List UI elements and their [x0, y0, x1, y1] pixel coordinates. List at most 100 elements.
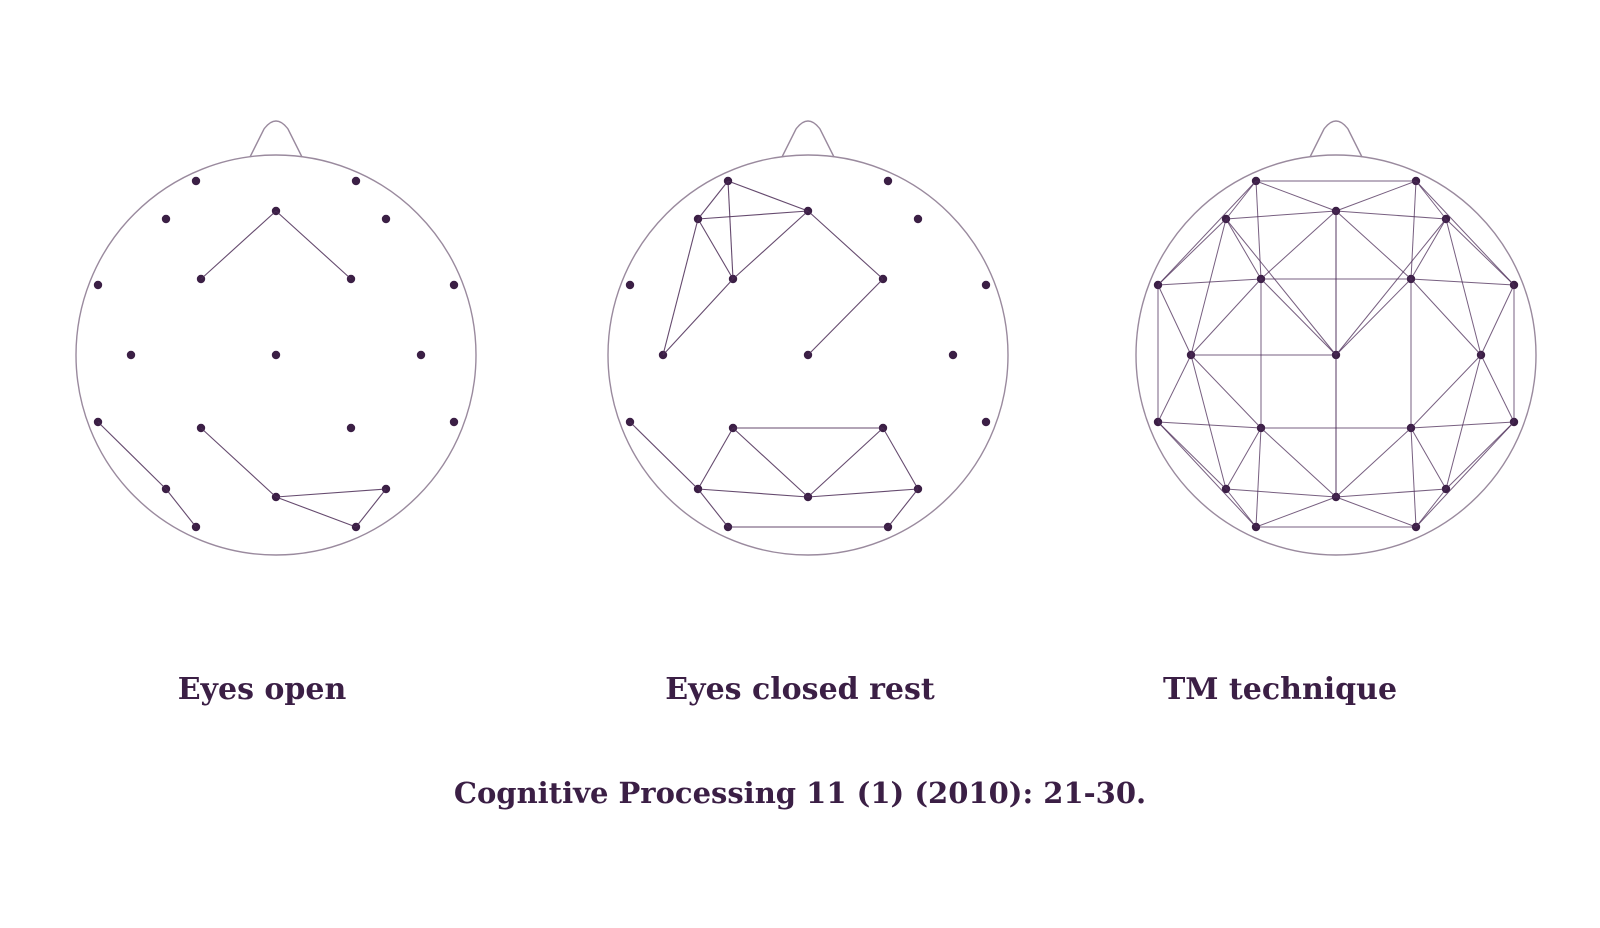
- coherence-edge: [200, 210, 277, 280]
- coherence-edge: [807, 488, 919, 498]
- coherence-edge: [1190, 218, 1227, 356]
- coherence-edge: [1190, 354, 1262, 429]
- citation: Cognitive Processing 11 (1) (2010): 21-3…: [453, 776, 1147, 810]
- coherence-edge: [882, 427, 919, 490]
- coherence-edge: [1255, 180, 1337, 212]
- coherence-edge: [807, 278, 884, 356]
- coherence-edge: [1190, 278, 1262, 356]
- coherence-edge: [1157, 421, 1257, 528]
- coherence-edge: [732, 427, 809, 498]
- head-outline: [607, 154, 1009, 556]
- coherence-edge: [1225, 180, 1257, 220]
- electrode-node: [271, 350, 281, 360]
- coherence-edge: [1335, 427, 1412, 498]
- nose-shape: [249, 120, 303, 158]
- electrode-node: [449, 280, 459, 290]
- coherence-edge: [1445, 354, 1482, 490]
- coherence-edge: [1445, 421, 1515, 490]
- coherence-edge: [1225, 488, 1257, 528]
- electrode-node: [449, 417, 459, 427]
- coherence-edge: [1335, 180, 1417, 212]
- coherence-edge: [275, 496, 357, 528]
- coherence-edge: [1255, 180, 1262, 280]
- coherence-edge: [727, 180, 734, 280]
- coherence-edge: [1335, 210, 1447, 220]
- coherence-edge: [1157, 421, 1262, 429]
- coherence-edge: [732, 210, 809, 280]
- coherence-edge: [807, 427, 884, 498]
- coherence-edge: [1415, 421, 1515, 528]
- electrode-node: [161, 214, 171, 224]
- coherence-edge: [1255, 496, 1337, 528]
- electrode-node: [883, 176, 893, 186]
- coherence-edge: [887, 488, 919, 528]
- coherence-edge: [697, 180, 729, 220]
- nose-shape: [1309, 120, 1363, 158]
- coherence-edge: [1157, 421, 1227, 490]
- coherence-edge: [355, 488, 387, 528]
- coherence-edge: [1480, 284, 1515, 356]
- coherence-edge: [1157, 218, 1227, 286]
- eeg-coherence-diagram: [75, 120, 1537, 556]
- coherence-edge: [1190, 354, 1227, 490]
- coherence-edge: [1415, 488, 1447, 528]
- coherence-edge: [727, 180, 809, 212]
- coherence-edge: [807, 210, 884, 280]
- caption-tm-technique: TM technique: [1162, 672, 1398, 707]
- coherence-edge: [1225, 427, 1262, 490]
- coherence-edge: [697, 218, 734, 280]
- electrode-node: [913, 214, 923, 224]
- coherence-edge: [1410, 354, 1482, 429]
- caption-eyes-closed-rest: Eyes closed rest: [665, 672, 935, 707]
- coherence-edge: [1335, 488, 1447, 498]
- coherence-edge: [165, 488, 197, 528]
- coherence-edge: [1225, 210, 1337, 220]
- coherence-edge: [1410, 180, 1417, 280]
- coherence-edge: [697, 427, 734, 490]
- coherence-edge: [1335, 210, 1412, 280]
- coherence-edge: [697, 488, 729, 528]
- coherence-edge: [662, 278, 734, 356]
- coherence-edge: [1157, 354, 1192, 423]
- coherence-edge: [1157, 278, 1262, 286]
- coherence-edge: [1260, 427, 1337, 498]
- coherence-edge: [1335, 496, 1417, 528]
- coherence-edge: [1225, 218, 1262, 280]
- electrode-node: [948, 350, 958, 360]
- coherence-edge: [662, 218, 699, 356]
- coherence-edge: [1410, 278, 1515, 286]
- coherence-edge: [1157, 284, 1192, 356]
- coherence-edge: [1225, 488, 1337, 498]
- electrode-node: [981, 280, 991, 290]
- coherence-edge: [1415, 180, 1447, 220]
- coherence-edge: [1255, 427, 1262, 528]
- coherence-edge: [629, 421, 699, 490]
- coherence-edge: [1410, 218, 1447, 280]
- coherence-edge: [1410, 427, 1417, 528]
- head-panel-1: [607, 120, 1009, 556]
- coherence-edge: [1335, 218, 1447, 356]
- coherence-edge: [1445, 218, 1482, 356]
- coherence-edge: [697, 210, 809, 220]
- electrode-node: [126, 350, 136, 360]
- coherence-edge: [1480, 354, 1515, 423]
- coherence-edge: [1157, 180, 1257, 286]
- coherence-edge: [275, 210, 352, 280]
- head-outline: [75, 154, 477, 556]
- coherence-edge: [97, 421, 167, 490]
- electrode-node: [346, 423, 356, 433]
- coherence-edge: [1410, 421, 1515, 429]
- coherence-edge: [275, 488, 387, 498]
- caption-eyes-open: Eyes open: [177, 672, 347, 707]
- coherence-edge: [1260, 210, 1337, 280]
- coherence-edge: [1410, 427, 1447, 490]
- electrode-node: [191, 176, 201, 186]
- coherence-edge: [1225, 218, 1337, 356]
- head-panel-0: [75, 120, 477, 556]
- coherence-edge: [697, 488, 809, 498]
- electrode-node: [981, 417, 991, 427]
- electrode-node: [93, 280, 103, 290]
- coherence-edge: [1410, 278, 1482, 356]
- coherence-edge: [1415, 180, 1515, 286]
- electrode-node: [625, 280, 635, 290]
